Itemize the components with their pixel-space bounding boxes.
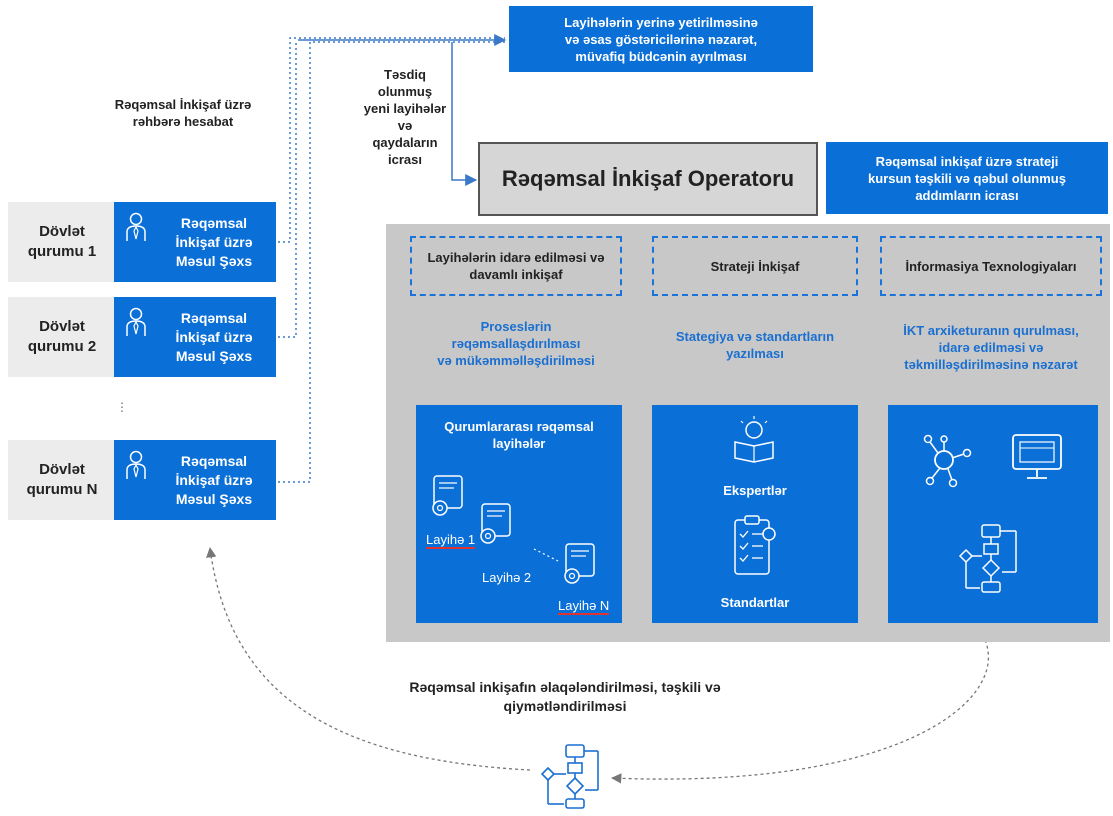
panel-interagency-projects <box>416 405 622 623</box>
bottom-label: Rəqəmsal inkişafın əlaqələndirilməsi, tə… <box>345 678 785 716</box>
approved-label-line: Təsdiq <box>384 67 426 82</box>
report-label-line: rəhbərə hesabat <box>132 114 234 129</box>
strategy-box-line: addımların icrası <box>915 187 1019 203</box>
report-label: Rəqəmsal İnkişaf üzrə rəhbərə hesabat <box>88 96 278 130</box>
document-gear-icon <box>564 543 595 584</box>
panel-label-projects: Qurumlararası rəqəmsal layihələr <box>416 418 622 452</box>
column-title-line: İKT arxiketuranın qurulması, <box>903 323 1079 338</box>
ellipsis: ⋮ <box>116 400 128 414</box>
panel-it <box>888 405 1098 623</box>
column-header-strategy: Strateji İnkişaf <box>652 236 858 296</box>
person-label-line: Rəqəmsal <box>180 214 248 231</box>
flowchart-icon <box>958 524 1017 593</box>
gov-org-line: Dövlət <box>39 318 85 335</box>
person-label-line: İnkişaf üzrə <box>175 233 253 250</box>
person-label-line: Məsul Şəxs <box>175 252 253 269</box>
column-title-line: və mükəmməlləşdirilməsi <box>437 353 595 368</box>
bottom-label-line: qiymətləndirilməsi <box>503 698 627 714</box>
panel-label-line: layihələr <box>492 436 546 451</box>
gov-org-line: qurumu N <box>26 481 98 498</box>
flowchart-icon <box>540 744 599 809</box>
top-box-line: və əsas göstəricilərinə nəzarət, <box>564 31 758 47</box>
panel-label-line: Qurumlararası rəqəmsal <box>444 419 594 434</box>
column-title-line: Proseslərin <box>480 319 552 334</box>
gov-org-line: qurumu 1 <box>27 243 97 260</box>
project-label-n: Layihə N <box>558 598 610 615</box>
person-label-line: Məsul Şəxs <box>175 347 253 364</box>
column-header-line: davamlı inkişaf <box>469 267 563 282</box>
book-lightbulb-icon <box>734 416 774 463</box>
project-label-text: Layihə 1 <box>426 532 476 549</box>
person-icon <box>114 297 158 377</box>
gov-org-n: Dövlət qurumu N <box>8 440 116 520</box>
approved-label-line: və <box>397 118 413 133</box>
gov-org-line: Dövlət <box>39 461 85 478</box>
gov-org-1: Dövlət qurumu 1 <box>8 202 116 282</box>
checklist-icon <box>734 515 776 575</box>
standards-label: Standartlar <box>720 595 790 610</box>
person-label-line: Məsul Şəxs <box>175 490 253 507</box>
gov-org-2: Dövlət qurumu 2 <box>8 297 116 377</box>
approved-label-line: qaydaların <box>372 135 438 150</box>
column-title-line: idarə edilməsi və <box>938 340 1044 355</box>
column-title-line: rəqəmsallaşdırılması <box>451 336 581 351</box>
gov-org-line: Dövlət <box>39 223 85 240</box>
gov-org-line: qurumu 2 <box>27 338 97 355</box>
approved-label-line: yeni layihələr <box>363 101 447 116</box>
panel-strategy <box>652 405 858 623</box>
strategy-box: Rəqəmsal inkişaf üzrə strateji kursun tə… <box>826 142 1108 214</box>
person-label-line: Rəqəmsal <box>180 452 248 469</box>
project-label-1: Layihə 1 <box>426 532 476 549</box>
project-label-2: Layihə 2 <box>482 570 531 585</box>
person-icon <box>114 440 158 520</box>
column-header-line: Strateji İnkişaf <box>710 258 800 274</box>
column-title-line: Stategiya və standartların <box>675 329 835 344</box>
column-title-strategy: Stategiya və standartların yazılması <box>648 328 862 362</box>
monitor-icon <box>1012 434 1062 479</box>
column-header-projects: Layihələrin idarə edilməsi və davamlı ink… <box>410 236 622 296</box>
top-box-line: Layihələrin yerinə yetirilməsinə <box>564 14 758 30</box>
approved-label-line: icrası <box>388 152 422 167</box>
dotted-connector <box>533 548 559 562</box>
operator-box: Rəqəmsal İnkişaf Operatoru <box>478 142 818 216</box>
column-title-ict: İKT arxiketuranın qurulması, idarə edilm… <box>878 322 1104 373</box>
approved-label: Təsdiq olunmuş yeni layihələr və qaydala… <box>350 66 460 168</box>
project-label-text: Layihə N <box>558 598 610 615</box>
top-box-line: müvafiq büdcənin ayrılması <box>575 48 747 64</box>
column-header-line: Layihələrin idarə edilməsi və <box>427 250 605 265</box>
person-label-line: Rəqəmsal <box>180 309 248 326</box>
column-title-processes: Proseslərin rəqəmsallaşdırılması və mükə… <box>410 318 622 369</box>
report-label-line: Rəqəmsal İnkişaf üzrə <box>114 97 252 112</box>
person-label-line: İnkişaf üzrə <box>175 471 253 488</box>
strategy-box-line: kursun təşkili və qəbul olunmuş <box>868 170 1066 186</box>
operator-title: Rəqəmsal İnkişaf Operatoru <box>501 166 795 191</box>
approved-label-line: olunmuş <box>377 84 433 99</box>
column-title-line: yazılması <box>726 346 784 361</box>
top-box: Layihələrin yerinə yetirilməsinə və əsas… <box>509 6 813 72</box>
column-header-line: İnformasiya Texnologiyaları <box>905 258 1077 274</box>
column-header-it: İnformasiya Texnologiyaları <box>880 236 1102 296</box>
document-gear-icon <box>432 475 463 516</box>
project-label-text: Layihə 2 <box>482 570 532 585</box>
network-hub-icon <box>923 434 972 488</box>
person-label-line: İnkişaf üzrə <box>175 328 253 345</box>
experts-label: Ekspertlər <box>723 483 787 498</box>
bottom-label-line: Rəqəmsal inkişafın əlaqələndirilməsi, tə… <box>409 679 721 695</box>
column-title-line: təkmilləşdirilməsinə nəzarət <box>904 357 1078 372</box>
strategy-box-line: Rəqəmsal inkişaf üzrə strateji <box>875 153 1059 169</box>
person-icon <box>114 202 158 282</box>
document-gear-icon <box>480 503 511 544</box>
